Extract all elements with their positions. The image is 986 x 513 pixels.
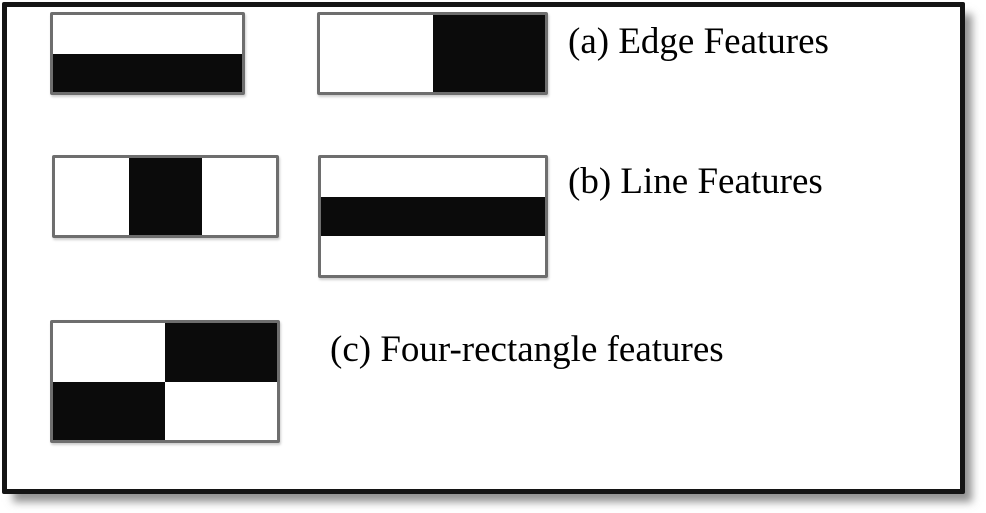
white-region [320, 15, 433, 92]
four-rectangle-feature [50, 320, 280, 443]
white-region [55, 158, 129, 235]
line-feature-vertical-bar [52, 155, 279, 238]
line-feature-horizontal-bar [318, 155, 548, 278]
black-region [432, 15, 545, 92]
black-region [321, 197, 545, 236]
black-region [165, 323, 277, 382]
caption-four-rectangle-features: (c) Four-rectangle features [330, 329, 724, 370]
black-region [53, 381, 165, 440]
figure-frame: (a) Edge Features (b) Line Features (c) … [2, 2, 965, 494]
black-region [128, 158, 203, 235]
white-region [321, 236, 545, 275]
white-region [53, 323, 165, 382]
edge-feature-vertical-split [317, 12, 548, 95]
black-region [53, 53, 242, 92]
caption-edge-features: (a) Edge Features [568, 21, 829, 62]
white-region [53, 15, 242, 54]
caption-line-features: (b) Line Features [568, 161, 823, 202]
white-region [321, 158, 545, 197]
edge-feature-horizontal-split [50, 12, 245, 95]
white-region [202, 158, 276, 235]
white-region [165, 381, 277, 440]
